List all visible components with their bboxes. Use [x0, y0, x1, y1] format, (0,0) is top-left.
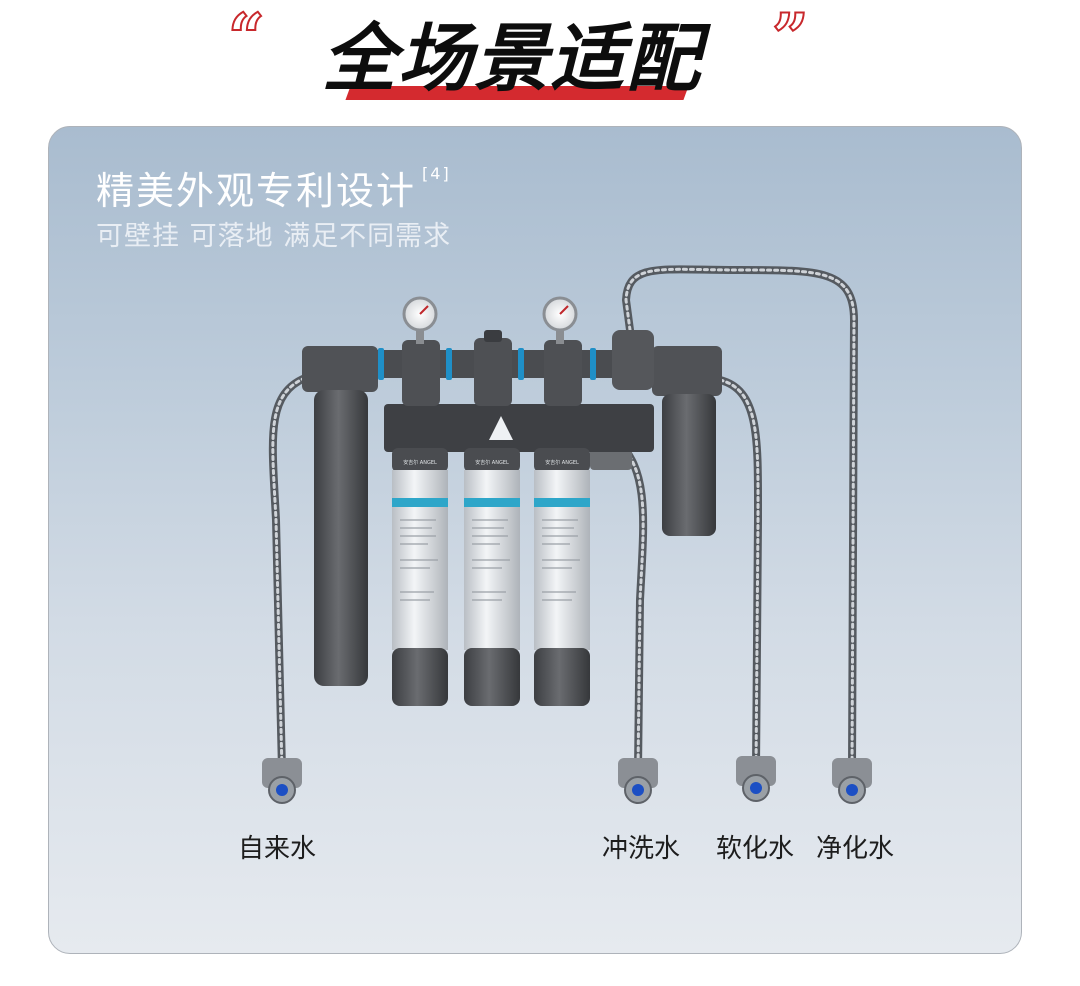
valve-tap-water: [262, 758, 302, 804]
pressure-gauge-left: [402, 296, 438, 344]
header: “ 全场景适配 ”: [0, 0, 1080, 110]
quote-open-mark: “: [227, 0, 266, 75]
pre-filter-housing: [302, 346, 378, 686]
cartridge-2: [464, 330, 520, 706]
hose-purified-water: [621, 265, 859, 774]
hose-tap-water: [268, 374, 309, 774]
feature-heading: 精美外观专利设计 [4]: [96, 160, 451, 215]
mounting-bracket: [384, 404, 654, 452]
cartridge-1: [392, 340, 448, 706]
valve-flush-water: [618, 758, 658, 804]
feature-subheading: 可壁挂 可落地 满足不同需求: [96, 221, 452, 252]
product-panel: [48, 126, 1022, 954]
quote-close-mark: ”: [771, 0, 810, 75]
page-title: 全场景适配: [322, 16, 702, 102]
hose-soft-water: [716, 376, 763, 772]
cartridge-2-brand: 安吉尔 ANGEL: [475, 459, 509, 466]
softener-housing: [590, 330, 722, 536]
filter-cartridges: [392, 330, 590, 706]
outlet-label-purified-water: 净化水: [816, 834, 895, 864]
valve-purified-water: [832, 758, 872, 804]
cartridge-3: [534, 340, 590, 706]
feature-heading-text: 精美外观专利设计: [96, 169, 417, 213]
cartridge-3-brand: 安吉尔 ANGEL: [545, 459, 579, 466]
outlet-label-tap-water: 自来水: [238, 834, 317, 864]
valve-soft-water: [736, 756, 776, 802]
pressure-gauge-right: [542, 296, 578, 344]
footnote-marker: [4]: [422, 164, 451, 183]
brand-logo-icon: [489, 416, 513, 440]
outlet-label-flush-water: 冲洗水: [602, 834, 681, 864]
blue-seal-rings: [378, 348, 596, 380]
outlet-label-soft-water: 软化水: [716, 834, 795, 864]
cartridge-1-brand: 安吉尔 ANGEL: [403, 459, 437, 466]
angle-valves: [262, 756, 872, 804]
